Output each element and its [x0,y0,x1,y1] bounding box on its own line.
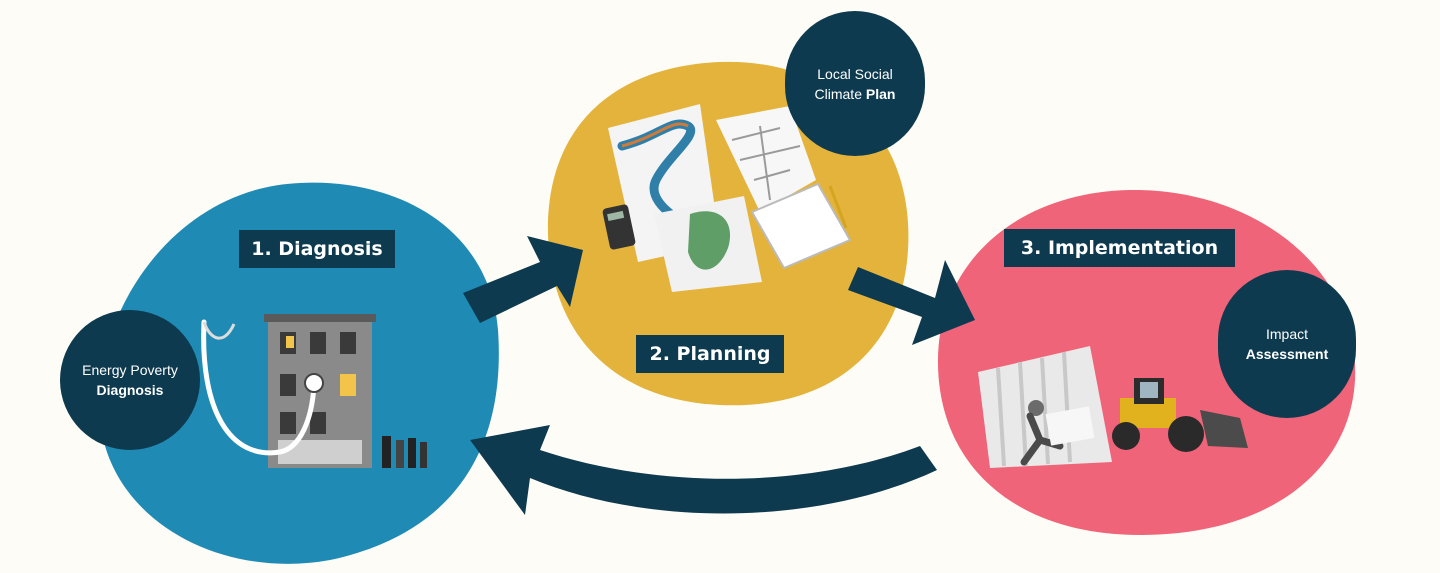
bubble-planning-line1: Local Social [817,65,893,82]
bubble-planning-line2-prefix: Climate [814,85,866,102]
building-stethoscope-icon [201,314,427,468]
bubble-local-social-climate-plan: Local Social Climate Plan [785,11,925,156]
bubble-energy-poverty-diagnosis: Energy Poverty Diagnosis [60,310,200,450]
bubble-planning-line2: Climate Plan [815,84,896,104]
arrow-diagnosis-to-planning [463,236,583,323]
bubble-planning-line2-bold: Plan [865,85,896,102]
arrow-implementation-to-diagnosis [470,425,937,515]
step-label-implementation: 3. Implementation [1004,229,1235,267]
arrow-planning-to-implementation [848,260,975,345]
bubble-diagnosis-line1: Energy Poverty [82,362,178,378]
bubble-implementation-line1: Impact [1265,326,1308,342]
step-label-diagnosis: 1. Diagnosis [239,230,395,268]
bubble-impact-assessment: Impact Assessment [1218,270,1356,418]
bubble-diagnosis-line2: Diagnosis [96,382,164,398]
bubble-implementation-line2: Assessment [1245,346,1329,362]
worker-wall-loader-icon [978,346,1248,468]
maps-calculator-notebook-icon [602,104,852,292]
step-label-planning: 2. Planning [636,335,784,373]
